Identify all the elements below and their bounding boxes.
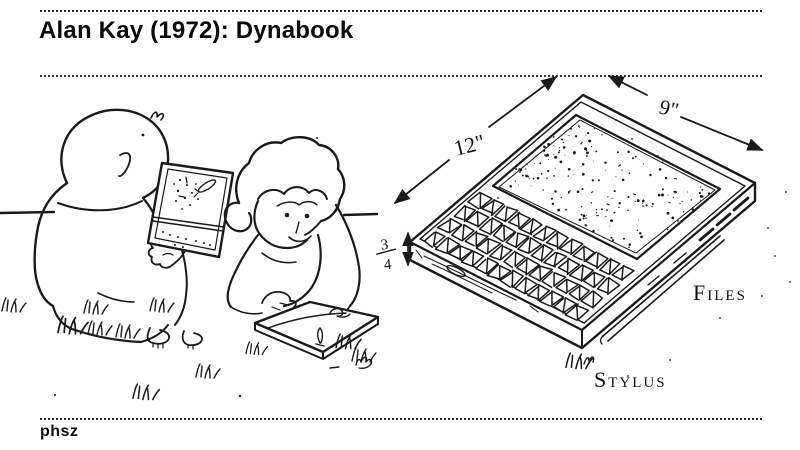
thickness-dimension: 3 4 xyxy=(376,237,397,274)
divider-top xyxy=(40,10,762,12)
dimension-9-label: 9" xyxy=(657,95,681,123)
device-left-edge-detail xyxy=(415,249,539,313)
screen-speckles xyxy=(509,125,711,251)
device-grass xyxy=(565,352,595,370)
ground-stylus xyxy=(315,327,325,347)
footer-logo: phsz xyxy=(40,423,79,440)
divider-under-title xyxy=(40,75,762,77)
ground-tablet xyxy=(253,300,380,360)
children-sketch xyxy=(0,108,380,401)
files-label: FILES xyxy=(693,280,747,305)
stylus-groove xyxy=(599,235,725,345)
stylus-on-screen xyxy=(197,179,217,193)
dynabook-sketch: 12" 9" 3 4 FILES STYLUS xyxy=(376,75,791,392)
horizon-dash-left xyxy=(0,210,56,215)
horizon-dash-right xyxy=(342,212,379,217)
boy-tablet xyxy=(146,161,235,259)
thickness-numerator: 3 xyxy=(380,237,389,254)
stylus-label: STYLUS xyxy=(594,367,667,392)
dimension-12-arrow: 12" xyxy=(393,76,558,205)
ambient-speckles xyxy=(497,119,791,377)
slide-title: Alan Kay (1972): Dynabook xyxy=(39,17,354,44)
device-screen xyxy=(491,113,722,261)
file-slots xyxy=(647,196,750,286)
boy-tablet-keys-dots xyxy=(162,231,211,248)
keyboard xyxy=(423,191,635,322)
dimension-12-label: 12" xyxy=(451,129,487,161)
dimension-9-arrow: 9" xyxy=(607,75,764,151)
girl-figure xyxy=(223,136,361,324)
grass xyxy=(1,297,377,401)
thickness-denominator: 4 xyxy=(383,257,393,274)
divider-footer xyxy=(40,418,762,420)
tablet-doodle xyxy=(329,307,351,318)
